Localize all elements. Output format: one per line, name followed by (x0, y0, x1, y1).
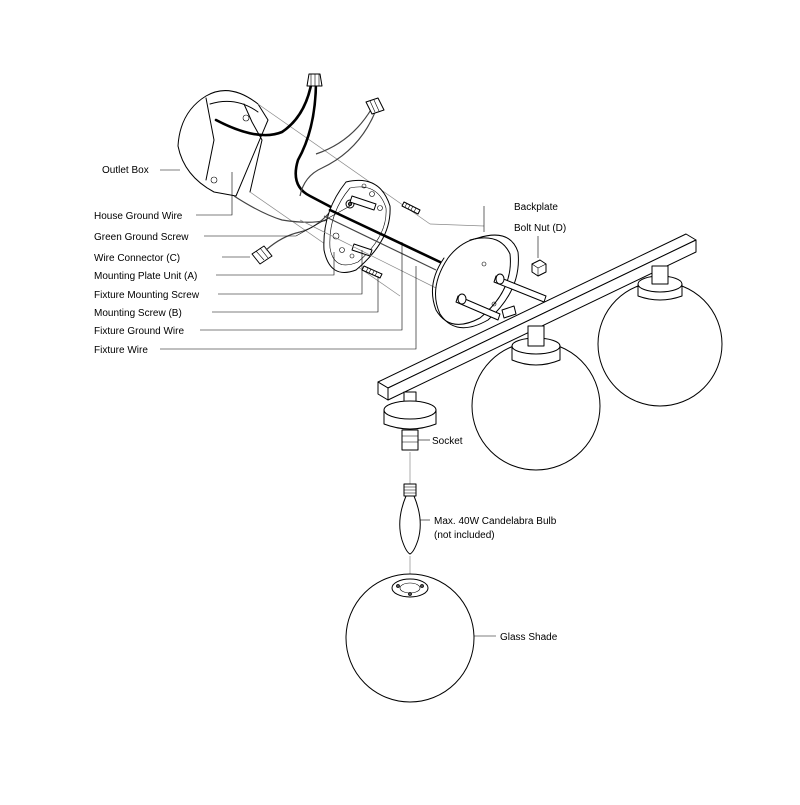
label-wire-connector: Wire Connector (C) (94, 253, 180, 264)
label-mounting-plate: Mounting Plate Unit (A) (94, 271, 197, 282)
label-socket: Socket (432, 436, 463, 447)
house-wires (214, 73, 385, 226)
glass-shade (345, 573, 475, 703)
bolt-nut (531, 259, 547, 277)
label-fixture-mounting-screw: Fixture Mounting Screw (94, 290, 200, 301)
mounting-screws-b (361, 201, 421, 279)
fixture-wire (299, 208, 442, 291)
label-fixture-ground-wire: Fixture Ground Wire (94, 326, 184, 337)
globe-right (597, 265, 723, 407)
label-glass-shade: Glass Shade (500, 632, 558, 643)
label-bulb-line2: (not included) (434, 530, 495, 541)
backplate (429, 223, 547, 329)
label-bolt-nut: Bolt Nut (D) (514, 223, 566, 234)
label-fixture-wire: Fixture Wire (94, 345, 148, 356)
label-bulb-line1: Max. 40W Candelabra Bulb (434, 516, 557, 527)
globe-middle (471, 325, 601, 471)
label-house-ground-wire: House Ground Wire (94, 211, 183, 222)
label-backplate: Backplate (514, 202, 558, 213)
outlet-box (177, 90, 431, 297)
callout-labels: Outlet Box House Ground Wire Green Groun… (94, 165, 566, 643)
candelabra-bulb (399, 483, 421, 580)
label-mounting-screw: Mounting Screw (B) (94, 308, 182, 319)
leader-lines (160, 169, 539, 637)
wire-connector-graphic (251, 211, 331, 265)
label-green-ground-screw: Green Ground Screw (94, 232, 189, 243)
fixture-bar (377, 233, 697, 401)
mounting-plate (323, 180, 391, 273)
socket-assembly (383, 391, 437, 484)
label-outlet-box: Outlet Box (102, 165, 149, 176)
